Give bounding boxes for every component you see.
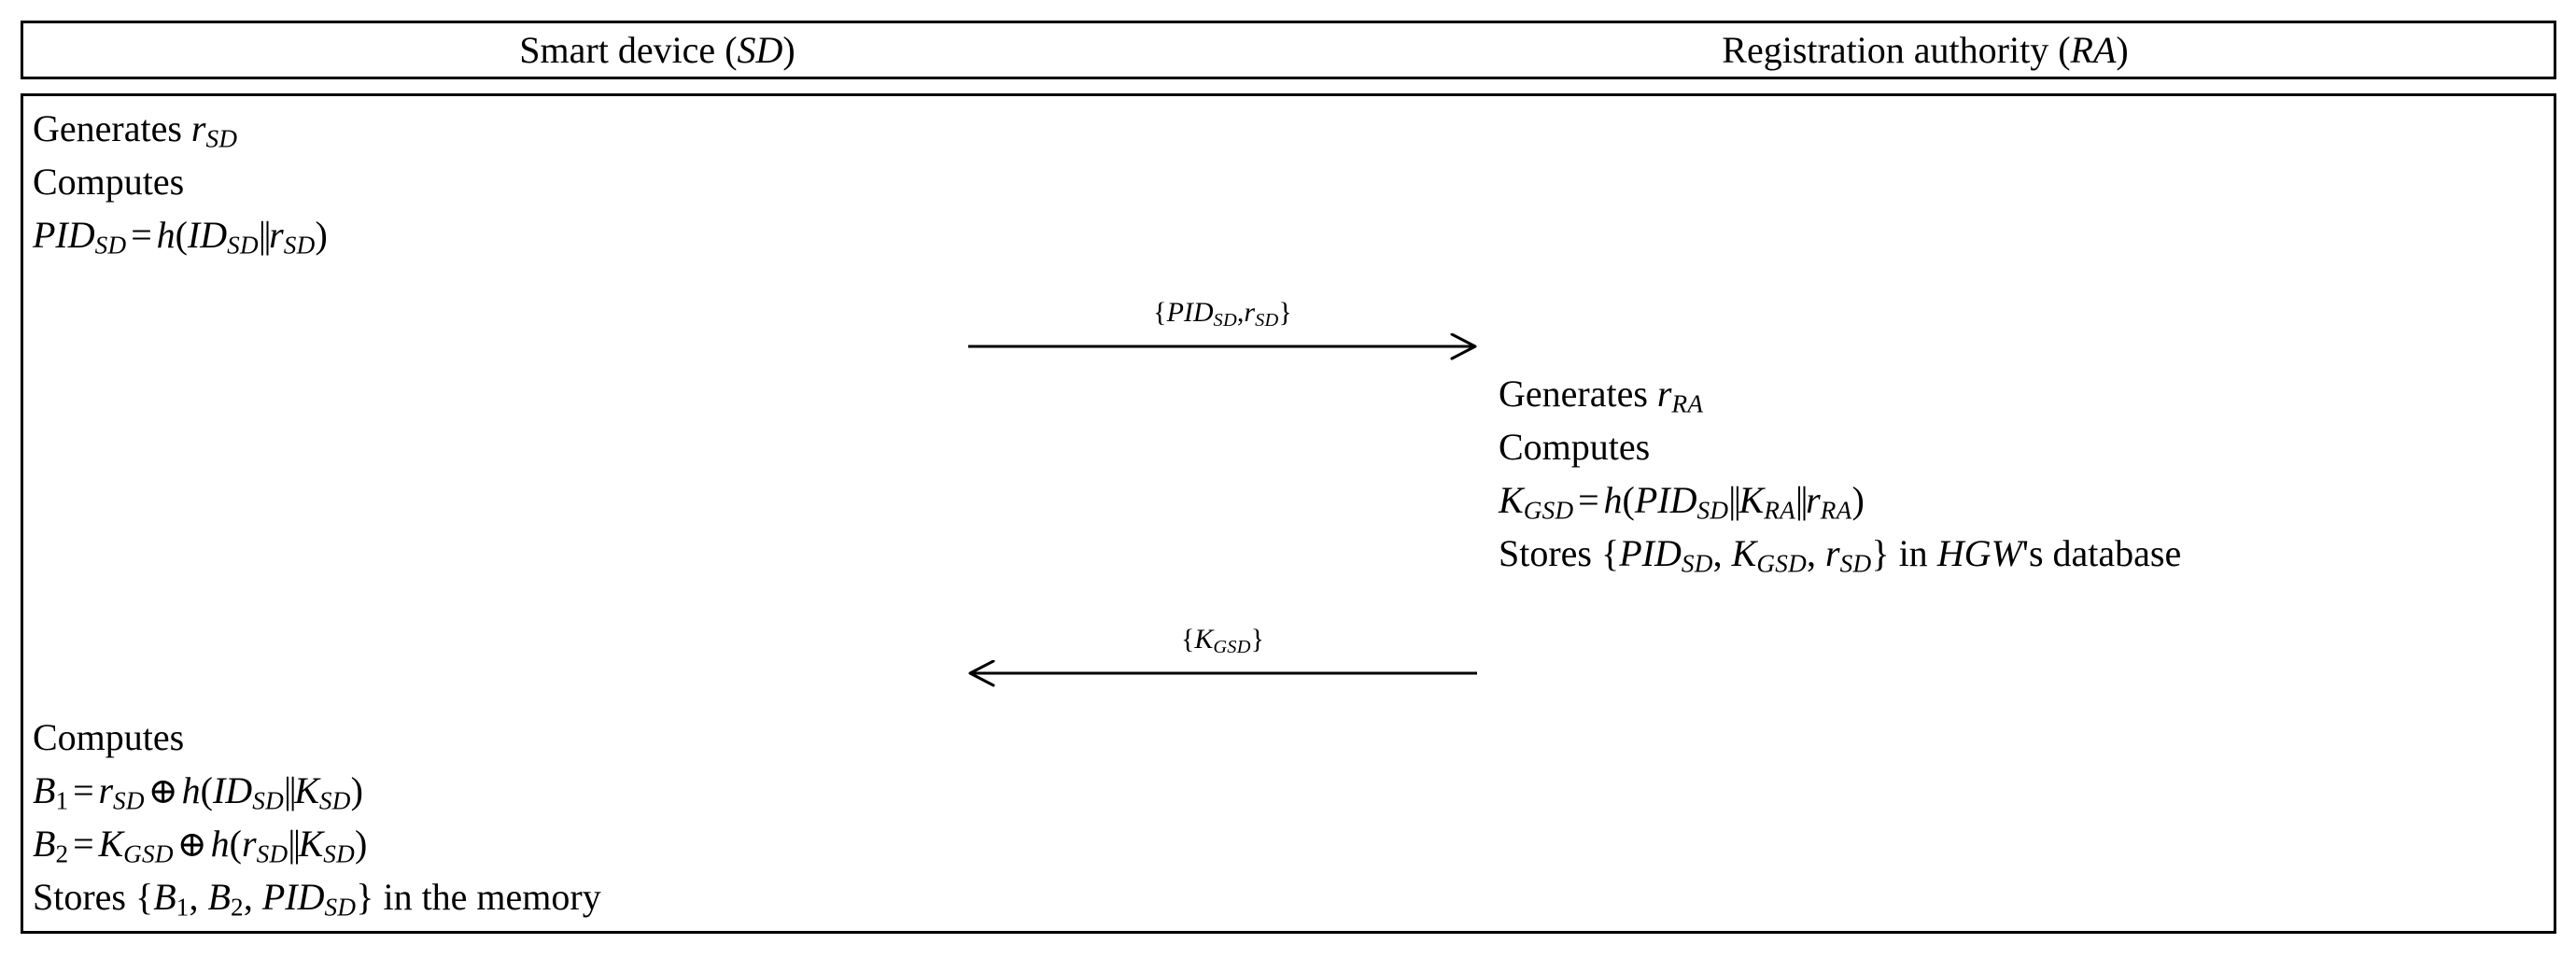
ra-step-block: Generates rRA Computes KGSD=h(PIDSD||KRA… — [1499, 367, 2181, 580]
sd-line-computes-2: Computes — [33, 716, 185, 758]
column-header-smart-device: Smart device (SD) — [23, 23, 1291, 77]
sd-line-b2-formula: B2=KGSD⊕h(rSD||KSD) — [33, 823, 368, 868]
ra-line-kgsd-formula: KGSD=h(PIDSD||KRA||rRA) — [1499, 479, 1865, 525]
message-1-arrow-right-icon — [968, 332, 1477, 371]
column-header-smart-device-text: Smart device (SD) — [519, 29, 795, 71]
message-2-label: {KGSD} — [1180, 624, 1265, 657]
entity-abbrev-sd: SD — [737, 29, 783, 71]
sd-line-computes-1: Computes — [33, 161, 185, 203]
sd-line-b1-formula: B1=rSD⊕h(IDSD||KSD) — [33, 769, 363, 815]
sd-line-pid-formula: PIDSD=h(IDSD||rSD) — [33, 214, 328, 260]
ra-line-stores: Stores {PIDSD, KGSD, rSD} in HGW's datab… — [1499, 532, 2182, 578]
column-header-registration-authority: Registration authority (RA) — [1291, 23, 2559, 77]
message-2: {KGSD} — [968, 619, 1477, 703]
sd-line-stores: Stores {B1, B2, PIDSD} in the memory — [33, 876, 601, 922]
ra-line-generates-rra: Generates rRA — [1499, 373, 1704, 418]
column-header-registration-authority-text: Registration authority (RA) — [1722, 29, 2129, 71]
sd-step-block-2: Computes B1=rSD⊕h(IDSD||KSD) B2=KGSD⊕h(r… — [33, 711, 601, 923]
message-1-label: {PIDSD,rSD} — [1153, 297, 1292, 331]
sd-step-block-1: Generates rSD Computes PIDSD=h(IDSD||rSD… — [33, 102, 328, 261]
ra-line-computes: Computes — [1499, 426, 1651, 468]
entity-abbrev-ra: RA — [2070, 29, 2117, 71]
figure-body: Generates rSD Computes PIDSD=h(IDSD||rSD… — [21, 93, 2556, 934]
message-1: {PIDSD,rSD} — [968, 292, 1477, 376]
figure-header-row: Smart device (SD) Registration authority… — [21, 21, 2556, 79]
protocol-figure: Smart device (SD) Registration authority… — [21, 21, 2556, 934]
sd-line-generates-rsd: Generates rSD — [33, 107, 238, 153]
message-2-arrow-left-icon — [968, 659, 1477, 697]
